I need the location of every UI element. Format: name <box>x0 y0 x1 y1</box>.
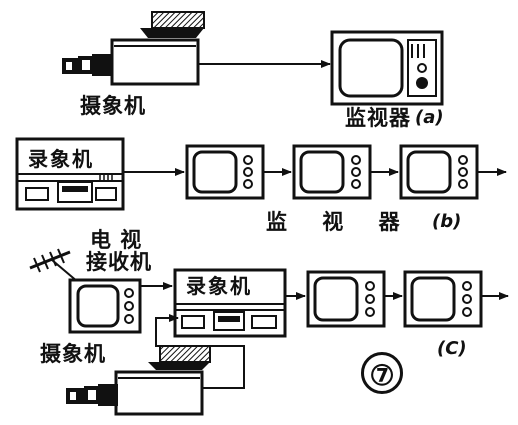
vcr-title-b: 录象机 <box>28 147 94 171</box>
monitor-c1 <box>306 270 386 328</box>
vcr-c <box>173 268 287 338</box>
antenna-c <box>29 248 79 283</box>
vcr-b <box>15 137 125 211</box>
tv-label-line1: 电 视 <box>90 228 143 252</box>
cable-camera-to-vcr-c <box>155 314 245 389</box>
monitor-label-b: 监 视 器 <box>266 210 414 234</box>
camera-label-a: 摄象机 <box>80 94 146 118</box>
camera-c <box>66 345 211 416</box>
vcr-title-c: 录象机 <box>186 274 252 298</box>
caption-b: (b) <box>432 211 462 232</box>
tv-label-line2: 接收机 <box>86 250 152 274</box>
monitor-label-a: 监视器 <box>345 106 411 130</box>
camera-a <box>62 11 205 86</box>
figure-number: ⑦ <box>361 352 403 394</box>
monitor-a <box>330 30 444 106</box>
caption-a: (a) <box>415 107 444 128</box>
monitor-b2 <box>292 144 372 200</box>
monitor-b1 <box>185 144 265 200</box>
tv-receiver-c <box>68 278 142 334</box>
figure-number-text: ⑦ <box>369 359 395 392</box>
monitor-b3 <box>399 144 479 200</box>
caption-c: (C) <box>437 338 467 359</box>
camera-label-c: 摄象机 <box>40 342 106 366</box>
monitor-c2 <box>403 270 483 328</box>
